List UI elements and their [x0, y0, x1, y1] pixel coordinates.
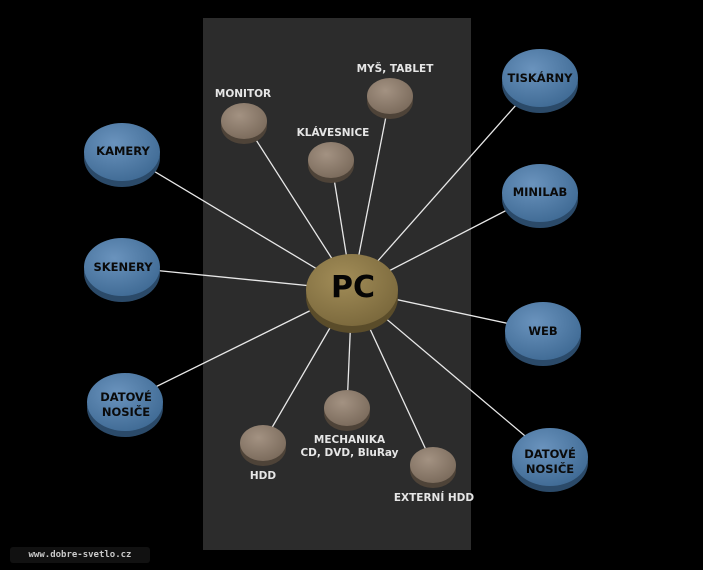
node-pc [306, 254, 398, 333]
web-label: WEB [528, 324, 558, 338]
mechanika-label-text: MECHANIKA CD, DVD, BluRay [300, 434, 399, 459]
minilab-label: MINILAB [512, 185, 568, 199]
node-datove-nosice-left-top [87, 373, 163, 431]
skenery-label: SKENERY [93, 260, 153, 274]
hdd-label: HDD [249, 470, 277, 482]
node-web [505, 302, 581, 366]
node-minilab [502, 164, 578, 228]
node-klavesnice-top [308, 142, 354, 178]
node-hdd [240, 425, 286, 466]
node-minilab-top [502, 164, 578, 222]
node-mys-tablet [367, 78, 413, 119]
node-datove-nosice-right-top [512, 428, 588, 486]
pc-label: PC [330, 270, 375, 305]
node-datove-nosice-right [512, 428, 588, 492]
datove-nosice-right-label: DATOVÉ NOSIČE [524, 447, 576, 476]
klavesnice-label: KLÁVESNICE [296, 127, 370, 139]
datove-nosice-left-label: DATOVÉ NOSIČE [100, 390, 152, 419]
node-externi-hdd-top [410, 447, 456, 483]
node-web-top [505, 302, 581, 360]
nodes-layer [84, 49, 588, 492]
node-mechanika [324, 390, 370, 431]
node-hdd-top [240, 425, 286, 461]
node-monitor-top [221, 103, 267, 139]
node-mys-tablet-top [367, 78, 413, 114]
node-kamery-top [84, 123, 160, 181]
node-skenery [84, 238, 160, 302]
connector-tiskarny [351, 77, 541, 291]
node-externi-hdd [410, 447, 456, 488]
tiskarny-label: TISKÁRNY [507, 71, 573, 85]
node-pc-top [306, 254, 398, 326]
mechanika-label: MECHANIKA CD, DVD, BluRay [292, 434, 407, 460]
externi-hdd-label: EXTERNÍ HDD [393, 492, 475, 504]
node-mechanika-top [324, 390, 370, 426]
kamery-label: KAMERY [96, 144, 150, 158]
monitor-label: MONITOR [214, 88, 272, 100]
mys-tablet-label: MYŠ, TABLET [356, 63, 434, 75]
watermark: www.dobre-svetlo.cz [10, 547, 150, 563]
node-kamery [84, 123, 160, 187]
node-tiskarny [502, 49, 578, 113]
connector-kamery [121, 151, 353, 291]
node-klavesnice [308, 142, 354, 183]
node-tiskarny-top [502, 49, 578, 107]
node-monitor [221, 103, 267, 144]
node-datove-nosice-left [87, 373, 163, 437]
node-skenery-top [84, 238, 160, 296]
